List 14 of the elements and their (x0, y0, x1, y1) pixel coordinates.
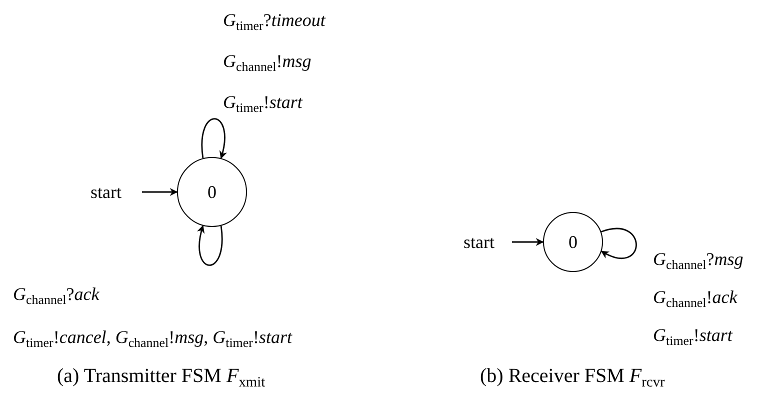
edge-label: G$_{channel}$?ack G$_{timer}$!cancel, G$_{channel}$!msg, G$_{timer}$!start (13, 283, 292, 352)
state-circle: 0 (177, 157, 247, 227)
start-label: start (456, 230, 502, 254)
transition-arrow (201, 118, 227, 159)
transition-arrow (512, 238, 544, 246)
start-label: start (80, 180, 132, 204)
state-circle: 0 (543, 212, 603, 272)
caption: (b) Receiver FSM F$_{rcvr}$ (480, 365, 665, 388)
transition-arrow (142, 188, 178, 196)
transition-arrow (600, 228, 637, 259)
caption: (a) Transmitter FSM F$_{xmit}$ (57, 365, 266, 388)
edge-label: G$_{channel}$?msg G$_{channel}$!ack G$_{timer}$!start (653, 248, 744, 350)
edge-label: G$_{timer}$?timeout G$_{channel}$!msg G$_{timer}$!start (223, 9, 326, 117)
transition-arrow (197, 225, 223, 266)
